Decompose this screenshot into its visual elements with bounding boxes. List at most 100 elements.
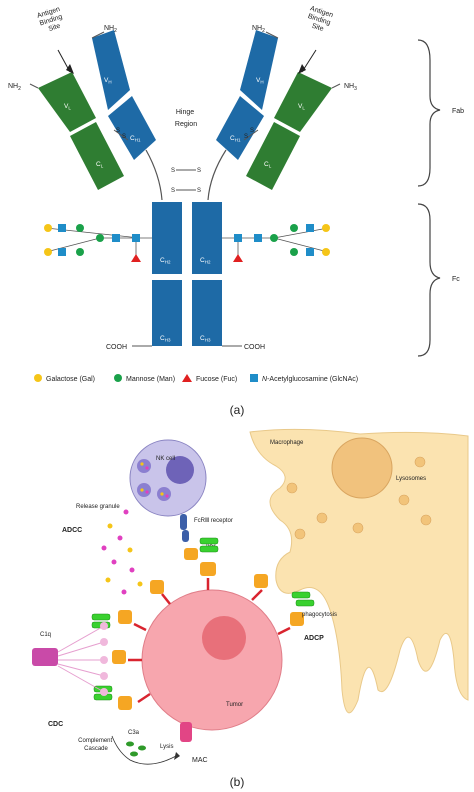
left-vh-nh2-label: NH2: [104, 25, 117, 34]
mannose-icon: [76, 224, 84, 232]
nk-cell: [129, 439, 207, 517]
c1q-complex: [32, 622, 108, 696]
right-vl-domain: [274, 72, 332, 132]
light-heavy-s-label: S: [122, 134, 126, 140]
left-ch2-label: CH2: [160, 257, 171, 265]
fcr-receptor: [182, 530, 189, 542]
fcr-receptor: [180, 514, 187, 530]
complement-cascade-label: Complement Cascade: [78, 738, 114, 752]
right-ch1-label: CH1: [230, 135, 241, 143]
disulfide-s-label: S: [171, 168, 175, 174]
light-heavy-bond-left: [113, 129, 129, 141]
galactose-legend-icon: [34, 374, 42, 382]
light-heavy-s-label: S: [244, 134, 248, 140]
fcr-receptor-label: FcRⅢ receptor: [194, 518, 233, 524]
right-vh-nh2-line: [265, 31, 279, 39]
hinge-region-label: Hinge Region: [175, 109, 197, 128]
galactose-icon: [322, 248, 330, 256]
glcnac-icon: [112, 234, 120, 242]
fab-brace: [417, 39, 441, 187]
mac-pore: [180, 722, 192, 742]
panel-a-caption: (a): [230, 403, 245, 417]
right-vl-label: VL: [298, 103, 305, 111]
glcnac-icon: [234, 234, 242, 242]
panel-a: Antigen Binding Site Antigen Binding Sit…: [8, 5, 464, 417]
right-vl-nh2-line: [331, 83, 341, 89]
left-cooh-label: COOH: [106, 344, 127, 351]
fc-brace: [417, 203, 441, 357]
fucose-icon: [233, 254, 243, 262]
antibody: [290, 612, 304, 626]
antibody: [112, 650, 126, 664]
antibody: [200, 562, 216, 576]
antibody: [118, 610, 132, 624]
right-antigen-site-label: Antigen Binding Site: [304, 5, 336, 35]
mannose-legend-label: Mannose (Man): [126, 376, 175, 383]
tumor-nucleus: [202, 616, 246, 660]
mannose-icon: [76, 248, 84, 256]
cdc-label: CDC: [48, 721, 63, 728]
adcc-label: ADCC: [62, 527, 82, 534]
left-vl-label: VL: [64, 103, 71, 111]
left-ch1-label: CH1: [130, 135, 141, 143]
galactose-legend-label: Galactose (Gal): [46, 376, 95, 383]
mannose-icon: [270, 234, 278, 242]
right-cl-label: CL: [264, 161, 272, 169]
c1q-label: C1q: [40, 632, 51, 638]
glcnac-icon: [132, 234, 140, 242]
left-cl-domain: [70, 122, 124, 190]
lysis-label: Lysis: [160, 744, 173, 750]
right-ch3-domain: [192, 280, 222, 346]
lysosomes: [286, 456, 432, 540]
lysosome: [294, 528, 306, 540]
light-heavy-s-label: S: [250, 128, 254, 134]
lysosome: [316, 512, 328, 524]
mannose-icon: [96, 234, 104, 242]
left-vl-nh2-line: [29, 83, 39, 89]
igg-label: IgG: [206, 542, 216, 548]
fab-label: Fab: [452, 108, 464, 115]
light-heavy-s-label: S: [116, 128, 120, 134]
fucose-legend-label: Fucose (Fuc): [196, 376, 237, 383]
galactose-icon: [44, 224, 52, 232]
fucose-legend-icon: [182, 374, 192, 382]
nk-nucleus: [166, 456, 194, 484]
glcnac-legend-icon: [250, 374, 258, 382]
complement-arrowhead: [174, 752, 180, 760]
fucose-icon: [131, 254, 141, 262]
macrophage-cell: [249, 428, 469, 714]
disulfide-s-label: S: [197, 188, 201, 194]
c3a-label: C3a: [128, 730, 140, 736]
lysosome: [414, 456, 426, 468]
antibodies: [112, 548, 304, 710]
mannose-legend-icon: [114, 374, 122, 382]
lysosome: [398, 494, 410, 506]
right-antigen-arrowhead: [298, 64, 306, 74]
galactose-icon: [322, 224, 330, 232]
mac-label: MAC: [192, 757, 208, 764]
fc-label: Fc: [452, 276, 460, 283]
galactose-icon: [44, 248, 52, 256]
complement-arrow: [111, 735, 177, 765]
release-granule-label: Release granule: [76, 504, 120, 510]
right-ch1-domain: [216, 96, 264, 160]
left-antigen-site-label: Antigen Binding Site: [36, 5, 68, 35]
right-vh-label: VH: [256, 77, 264, 85]
macrophage-label: Macrophage: [270, 440, 304, 446]
glcnac-icon: [58, 248, 66, 256]
release-granules: [101, 509, 143, 595]
antibody: [118, 696, 132, 710]
lysosome: [286, 482, 298, 494]
tumor-antigens: [128, 578, 291, 704]
lysosome: [420, 514, 432, 526]
glcnac-legend-label: N-Acetylglucosamine (GlcNAc): [262, 376, 358, 383]
c3a-fragments: [126, 741, 146, 757]
antibody: [150, 580, 164, 594]
panel-b: Macrophage Lysosomes NK cell Relea: [32, 428, 469, 789]
antibody: [254, 574, 268, 588]
right-ch2-domain: [192, 202, 222, 274]
lysosomes-label: Lysosomes: [396, 476, 426, 482]
legend: Galactose (Gal) Mannose (Man) Fucose (Fu…: [34, 374, 358, 383]
right-ch3-label: CH3: [200, 335, 211, 343]
